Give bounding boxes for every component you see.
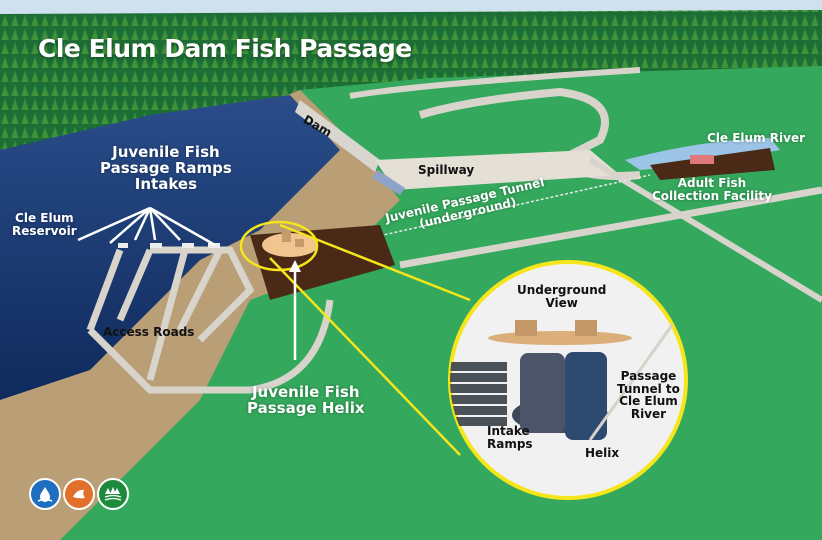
label-spillway: Spillway: [418, 163, 475, 177]
forest: [0, 10, 822, 175]
water-drop-icon: [29, 478, 61, 510]
tunnel-line: [369, 174, 651, 239]
callout-ring: [239, 220, 319, 272]
access-roads: [86, 246, 334, 394]
helix-inner-model: [565, 352, 607, 440]
label-access-roads: Access Roads: [103, 325, 195, 339]
callout-line-top: [279, 223, 471, 302]
label-helix: Juvenile Fish Passage Helix: [247, 383, 365, 417]
callout-line-bottom: [269, 257, 461, 456]
spillway-structure: [375, 150, 620, 190]
inset-label-tunnel: Passage Tunnel to Cle Elum River: [617, 369, 680, 421]
label-river: Cle Elum River: [707, 131, 806, 145]
label-adult-facility: Adult Fish Collection Facility: [652, 176, 772, 203]
helix-outer-model: [520, 353, 565, 433]
dam-structure: [295, 100, 380, 172]
river: [625, 138, 780, 170]
main-road: [588, 157, 822, 303]
agency-logos: [29, 478, 129, 510]
inset-label-intake-ramps: Intake Ramps: [487, 424, 533, 451]
fish-icon: [63, 478, 95, 510]
far-road: [349, 67, 641, 99]
lower-road: [399, 186, 822, 269]
page-title: Cle Elum Dam Fish Passage: [38, 34, 412, 63]
label-reservoir: Cle Elum Reservoir: [12, 211, 77, 238]
label-intakes: Juvenile Fish Passage Ramps Intakes: [100, 143, 232, 193]
forest-field-icon: [97, 478, 129, 510]
intake-arrows: [77, 206, 216, 247]
inset-label-helix: Helix: [585, 446, 620, 460]
intake-ramps-model: [450, 362, 507, 426]
inset-title: Underground View: [517, 283, 607, 310]
adult-facility-building: [690, 155, 714, 164]
